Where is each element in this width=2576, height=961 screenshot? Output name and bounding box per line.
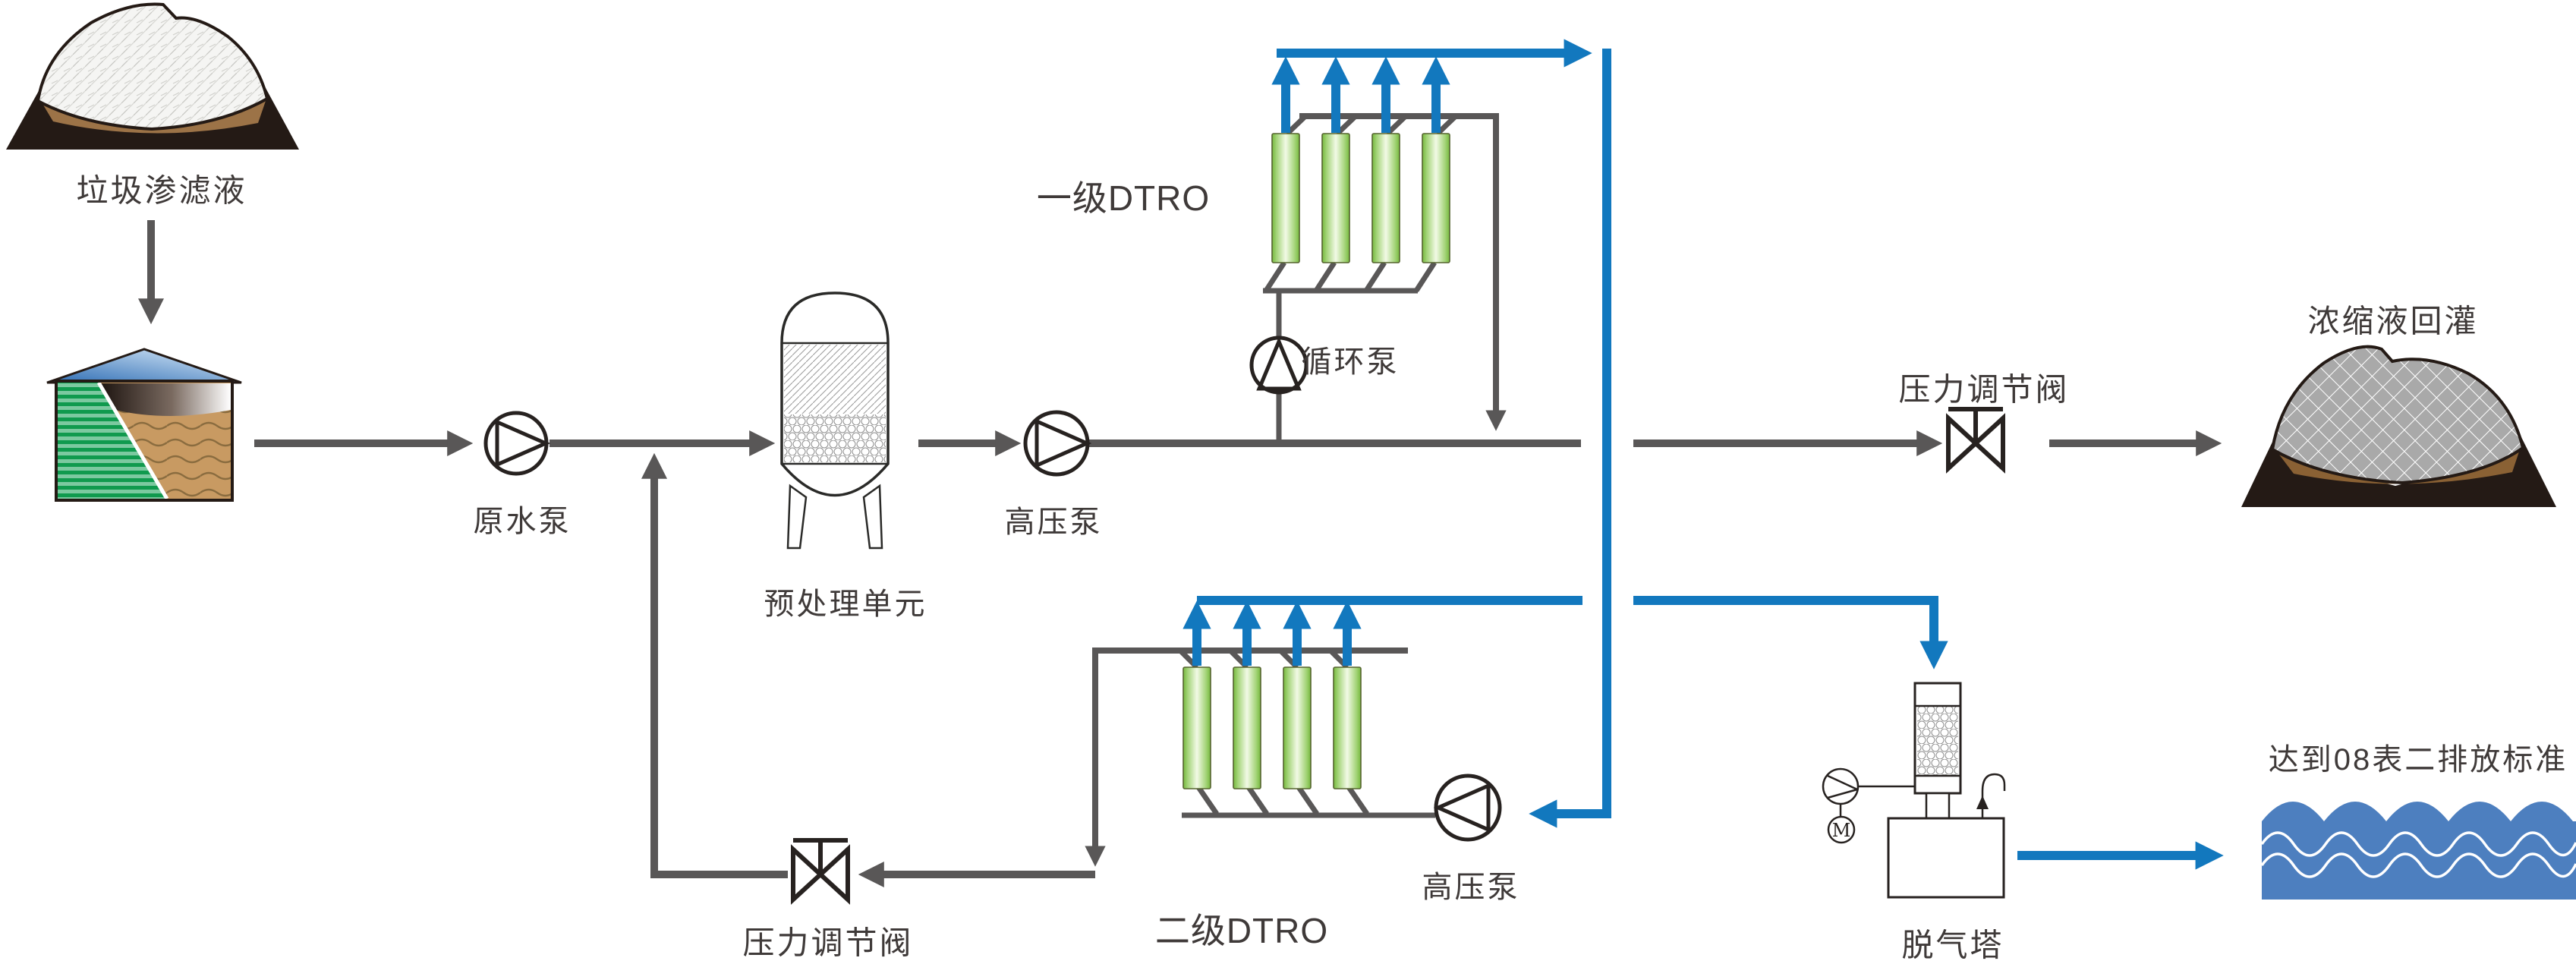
pressure-valve-top-icon bbox=[1946, 407, 2005, 474]
hp-pump2-label: 高压泵 bbox=[1422, 871, 1520, 904]
pressure-valve-bottom-icon bbox=[791, 838, 850, 905]
stage2-dtro-label: 二级DTRO bbox=[1154, 911, 1329, 950]
hp-pump1-label: 高压泵 bbox=[1004, 506, 1103, 539]
circulation-pump-label: 循环泵 bbox=[1301, 345, 1400, 379]
pretreatment-unit-label: 预处理单元 bbox=[764, 588, 927, 621]
stage1-membrane-modules bbox=[1271, 133, 1450, 263]
stage2-membrane-modules bbox=[1183, 666, 1362, 789]
degassing-tower-icon bbox=[1822, 682, 2006, 899]
raw-water-pump-icon bbox=[483, 411, 551, 476]
landfill-icon bbox=[6, 2, 299, 150]
pressure-valve-top-label: 压力调节阀 bbox=[1898, 371, 2070, 408]
vent-pipe-icon bbox=[1981, 773, 2006, 818]
source-label: 垃圾渗滤液 bbox=[76, 172, 247, 209]
circulation-pump-icon bbox=[1249, 336, 1308, 395]
gray-pipe-lines bbox=[254, 430, 2222, 888]
motor-label: M bbox=[1831, 820, 1851, 841]
concentrate-pile-icon bbox=[2241, 345, 2556, 507]
high-pressure-pump1-icon bbox=[1023, 410, 1092, 477]
pressure-valve-bottom-label: 压力调节阀 bbox=[742, 925, 914, 961]
water-waves-icon bbox=[2260, 802, 2576, 900]
pretreatment-tank-icon bbox=[780, 291, 890, 550]
concentrate-reinjection-label: 浓缩液回灌 bbox=[2307, 303, 2479, 339]
stage2-dtro-rack-icon bbox=[1085, 647, 1435, 867]
stage1-dtro-rack-icon bbox=[1263, 113, 1507, 440]
raw-water-pump-label: 原水泵 bbox=[473, 505, 572, 538]
stage1-dtro-label: 一级DTRO bbox=[1036, 178, 1211, 218]
permeate-blue-lines bbox=[1183, 39, 2224, 870]
high-pressure-pump2-icon bbox=[1433, 774, 1502, 842]
equalization-pond-icon bbox=[46, 348, 242, 502]
degassing-tower-label: 脱气塔 bbox=[1901, 927, 2004, 961]
discharge-standard-label: 达到08表二排放标准 bbox=[2268, 743, 2568, 777]
